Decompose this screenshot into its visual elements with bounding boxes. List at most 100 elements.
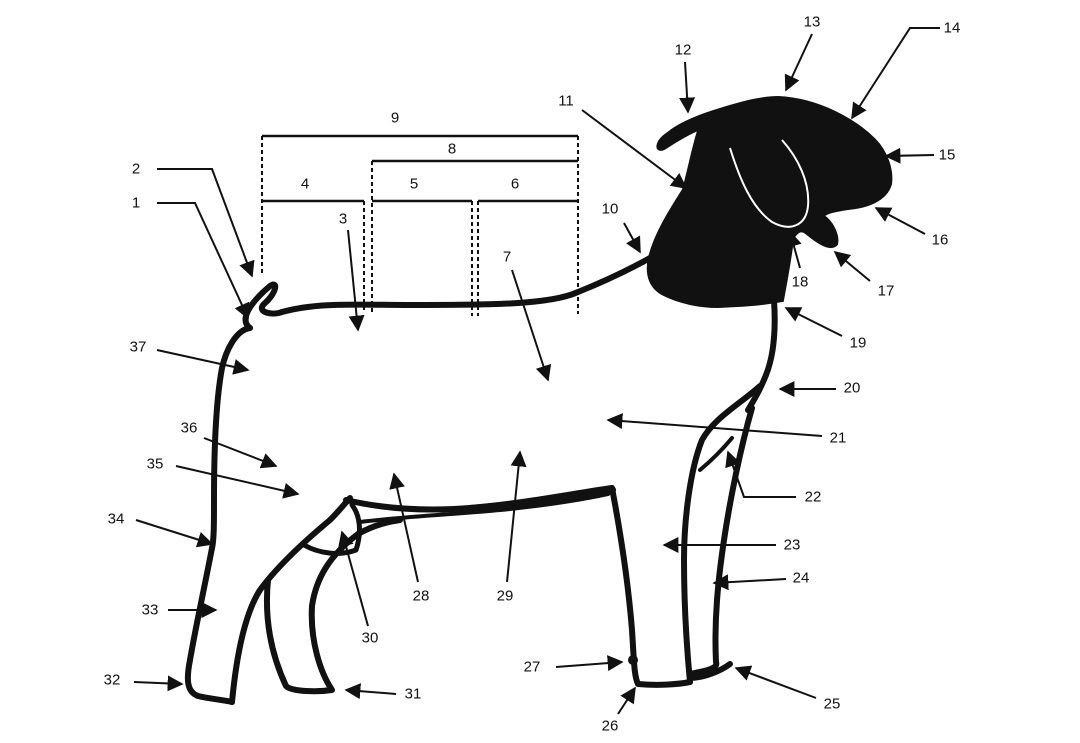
- callout-leader-35: [175, 465, 300, 499]
- callout-leader-24: [712, 574, 787, 591]
- callout-leader-1: [157, 202, 250, 320]
- callout-label-11: 11: [558, 93, 574, 110]
- goat-ear-outline: [729, 139, 810, 228]
- callout-leader-31: [344, 683, 397, 700]
- callout-29: 29: [497, 450, 527, 605]
- callout-leader-2: [157, 168, 255, 278]
- callout-2: 2: [132, 161, 255, 278]
- callout-label-14: 14: [944, 20, 961, 37]
- callout-leader-18: [786, 230, 802, 269]
- callout-10: 10: [602, 201, 641, 254]
- callout-label-27: 27: [524, 659, 541, 676]
- callout-11: 11: [558, 93, 688, 189]
- callout-label-2: 2: [132, 161, 140, 178]
- callout-label-13: 13: [804, 14, 821, 31]
- callout-leader-3: [347, 229, 365, 332]
- callout-label-33: 33: [142, 602, 159, 619]
- callout-label-4: 4: [301, 176, 309, 193]
- callout-label-35: 35: [147, 456, 164, 473]
- goat-head-fill: [646, 95, 893, 309]
- callout-label-34: 34: [108, 511, 125, 528]
- callout-label-30: 30: [362, 630, 379, 647]
- callout-label-32: 32: [104, 672, 121, 689]
- callout-label-1: 1: [132, 195, 140, 212]
- goat-rump: [209, 325, 253, 551]
- callout-32: 32: [104, 672, 184, 692]
- callout-leader-10: [623, 222, 641, 254]
- callout-label-10: 10: [602, 201, 619, 218]
- goat-front-leg-near: [609, 485, 693, 688]
- callout-leader-17: [833, 250, 871, 282]
- callout-label-24: 24: [793, 570, 810, 587]
- callout-17: 17: [833, 250, 894, 300]
- callout-19: 19: [784, 307, 867, 352]
- goat-stifle-fold: [301, 502, 362, 556]
- goat-topline: [279, 255, 653, 315]
- callout-leader-13: [784, 33, 813, 92]
- callout-leader-25: [734, 665, 817, 699]
- callout-leader-12: [679, 61, 696, 114]
- callout-34: 34: [108, 511, 214, 548]
- callout-leader-22: [725, 450, 796, 498]
- callout-label-20: 20: [844, 380, 861, 397]
- callout-label-21: 21: [830, 430, 847, 447]
- callout-21: 21: [606, 413, 847, 447]
- callout-25: 25: [734, 665, 840, 713]
- callout-leader-14: [851, 27, 940, 120]
- goat-rear-leg-inner: [229, 495, 353, 705]
- callout-36: 36: [181, 420, 278, 469]
- goat-head: [646, 95, 893, 309]
- goat-front-leg-near-back: [681, 383, 763, 685]
- callout-leader-7: [511, 269, 552, 382]
- callout-leader-21: [606, 413, 823, 437]
- callout-label-22: 22: [805, 489, 822, 506]
- callout-label-31: 31: [405, 686, 422, 703]
- callout-leader-11: [581, 109, 688, 189]
- goat-tail: [242, 281, 285, 331]
- callout-leader-37: [156, 349, 250, 375]
- callout-15: 15: [884, 147, 955, 164]
- callout-26: 26: [602, 686, 636, 735]
- callout-23: 23: [662, 537, 801, 554]
- callout-leader-15: [884, 147, 935, 164]
- callout-leader-36: [203, 437, 278, 469]
- callout-label-37: 37: [130, 339, 147, 356]
- callout-leader-30: [338, 530, 369, 627]
- callout-label-36: 36: [181, 420, 198, 437]
- callout-label-19: 19: [850, 335, 867, 352]
- callout-16: 16: [874, 207, 949, 249]
- callout-13: 13: [784, 14, 821, 92]
- callout-leader-27: [555, 655, 624, 672]
- callout-22: 22: [725, 450, 822, 506]
- goat-far-rear-leg: [263, 517, 403, 695]
- callout-label-16: 16: [932, 232, 949, 249]
- callout-1: 1: [132, 195, 250, 320]
- callout-label-7: 7: [503, 249, 511, 266]
- callout-label-26: 26: [602, 718, 619, 735]
- callout-label-23: 23: [784, 537, 801, 554]
- callout-label-9: 9: [391, 110, 399, 127]
- callout-31: 31: [344, 683, 422, 703]
- callout-12: 12: [675, 42, 696, 114]
- callout-8: 8: [448, 141, 456, 158]
- callout-leader-34: [135, 519, 214, 548]
- callout-leader-16: [874, 207, 926, 235]
- callout-label-18: 18: [792, 274, 809, 291]
- goat-dewclaw: [628, 655, 638, 665]
- callout-leader-28: [389, 472, 419, 583]
- callout-9: 9: [391, 110, 399, 127]
- callout-leader-29: [506, 450, 527, 583]
- callout-label-6: 6: [511, 176, 519, 193]
- callout-14: 14: [851, 20, 961, 120]
- callout-leader-26: [617, 686, 636, 715]
- goat-chest-line: [745, 297, 778, 413]
- goat-silhouette: [184, 255, 778, 705]
- callout-4: 4: [301, 176, 309, 193]
- topline-measurement-brackets: [261, 134, 579, 316]
- callout-leader-19: [784, 307, 843, 337]
- callout-label-28: 28: [413, 588, 430, 605]
- callout-label-8: 8: [448, 141, 456, 158]
- callout-37: 37: [130, 339, 250, 375]
